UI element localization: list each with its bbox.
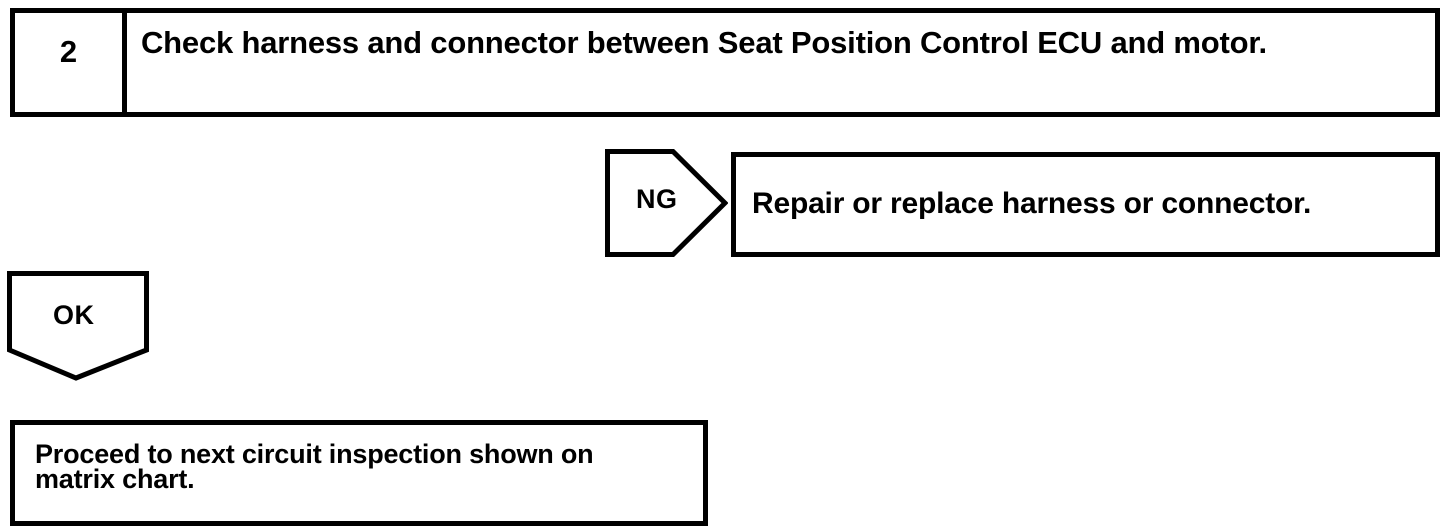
step-instruction-text: Check harness and connector between Seat… <box>141 25 1267 60</box>
right-arrow-pentagon-icon <box>605 149 728 257</box>
step-number-cell: 2 <box>15 13 127 112</box>
outcome-text: Proceed to next circuit inspection shown… <box>35 439 594 494</box>
step-instruction-cell: Check harness and connector between Seat… <box>127 13 1435 112</box>
ok-arrow-tag: OK <box>7 271 149 381</box>
ng-branch: NG Repair or replace harness or connecto… <box>605 149 1440 257</box>
ok-label: OK <box>53 300 95 330</box>
ng-result-box: Repair or replace harness or connector. <box>731 152 1440 257</box>
ng-result-text: Repair or replace harness or connector. <box>752 187 1312 220</box>
step-box: 2 Check harness and connector between Se… <box>10 8 1440 117</box>
ng-label: NG <box>636 184 678 214</box>
step-number: 2 <box>59 34 78 69</box>
down-arrow-pentagon-icon <box>7 271 149 381</box>
outcome-box: Proceed to next circuit inspection shown… <box>10 420 708 526</box>
ng-arrow-tag: NG <box>605 149 728 257</box>
